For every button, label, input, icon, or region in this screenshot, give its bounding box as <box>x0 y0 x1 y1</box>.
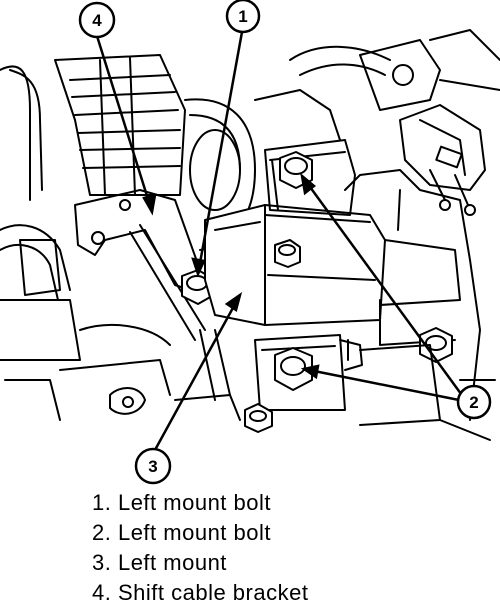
callout-4-number: 4 <box>92 11 102 30</box>
engine-mount-illustration: 4 1 2 3 <box>0 0 500 485</box>
finned-housing <box>54 54 186 196</box>
callout-4: 4 <box>78 1 116 39</box>
callout-2: 2 <box>456 384 492 420</box>
leader-line-2b <box>303 367 465 403</box>
callout-1-number: 1 <box>238 7 247 26</box>
arrowhead-1 <box>191 257 206 278</box>
electrical-connector <box>399 104 486 216</box>
callout-3: 3 <box>134 447 172 485</box>
upper-structure <box>254 29 500 141</box>
arrowhead-2b <box>300 364 320 380</box>
callout-2-number: 2 <box>469 393 478 412</box>
left-hoses <box>0 65 81 421</box>
legend-item-2: 2. Left mount bolt <box>92 520 271 545</box>
legend-item-3: 3. Left mount <box>92 550 227 575</box>
lower-mount-bracket <box>254 334 363 411</box>
leader-line-2a <box>300 175 466 399</box>
leader-line-4 <box>95 35 154 213</box>
right-bolt <box>419 327 453 363</box>
callout-3-number: 3 <box>148 457 157 476</box>
upper-mount-bracket <box>264 139 356 216</box>
arrowhead-3 <box>224 292 243 313</box>
legend-item-4: 4. Shift cable bracket <box>92 580 309 605</box>
legend-item-1: 1. Left mount bolt <box>92 490 271 515</box>
leader-line-1 <box>196 31 244 275</box>
lower-details <box>59 324 273 433</box>
left-mount <box>204 204 461 346</box>
legend: 1. Left mount bolt 2. Left mount bolt 3.… <box>92 488 308 608</box>
callout-1: 1 <box>225 0 261 34</box>
arrowhead-4 <box>142 193 157 216</box>
leader-lines <box>95 31 466 451</box>
shift-cable-bracket <box>74 189 206 341</box>
leader-line-3 <box>153 294 242 451</box>
arrowhead-2a <box>300 172 316 196</box>
